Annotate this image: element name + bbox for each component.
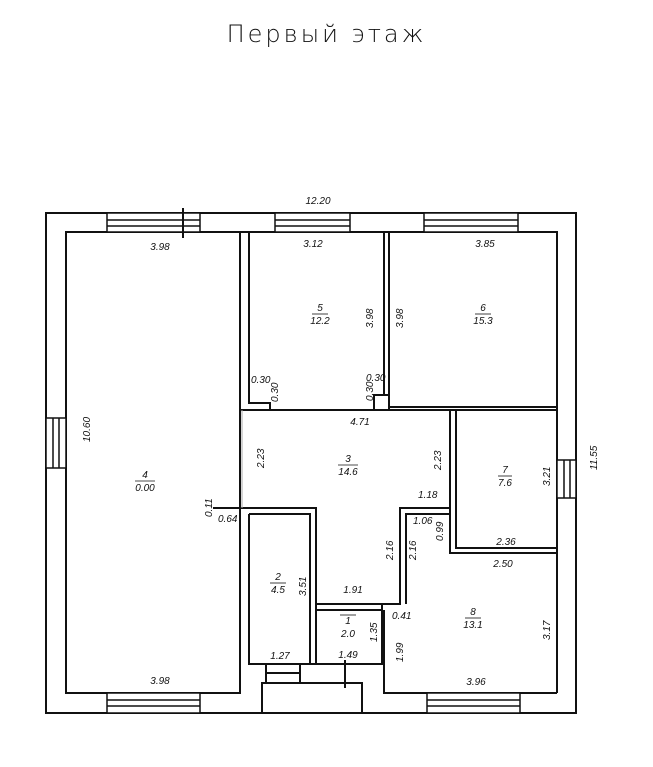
- page-title: Первый этаж: [226, 20, 427, 48]
- windows: [45, 208, 577, 714]
- room-3-area: 14.6: [338, 467, 358, 478]
- dimension-label-d216a: 2.16: [385, 540, 396, 561]
- room-6-number: 6: [480, 303, 486, 314]
- dimension-label-col-a-w: 0.30: [251, 375, 271, 386]
- dimension-label-r1-top: 1.91: [343, 585, 362, 596]
- room-2-number: 2: [274, 572, 281, 583]
- room-3-number: 3: [345, 454, 351, 465]
- dimension-label-corr-len: 4.71: [350, 417, 369, 428]
- dimension-label-d041: 0.41: [392, 611, 411, 622]
- dimension-label-col-b-w: 0.30: [366, 373, 386, 384]
- dimension-label-d099: 0.99: [435, 521, 446, 541]
- dimension-label-depth: 11.55: [589, 445, 600, 470]
- dimension-label-width: 12.20: [305, 196, 330, 207]
- dimension-label-r8-top: 2.50: [492, 559, 513, 570]
- dimension-label-r5-side: 3.98: [365, 308, 376, 328]
- dimension-label-d216b: 2.16: [408, 540, 419, 561]
- dimension-label-r2-bottom: 1.27: [270, 651, 290, 662]
- dimension-label-r7-bottom: 2.36: [495, 537, 516, 548]
- dimension-label-r1-side: 1.35: [369, 622, 380, 642]
- room-8-area: 13.1: [463, 620, 482, 631]
- dimension-label-r4-top: 3.98: [150, 242, 170, 253]
- dimension-label-d199: 1.99: [395, 642, 406, 662]
- dimension-label-r4-side: 10.60: [82, 417, 93, 442]
- room-5-area: 12.2: [310, 316, 330, 327]
- dimension-label-wall-011: 0.11: [204, 498, 215, 517]
- dimension-label-r3-left: 2.23: [256, 448, 267, 469]
- dimension-label-r8-bottom: 3.96: [466, 677, 486, 688]
- room-2-area: 4.5: [271, 585, 285, 596]
- dimension-label-r4-bottom: 3.98: [150, 676, 170, 687]
- walls: [45, 212, 577, 714]
- dimension-label-r3-right: 2.23: [433, 450, 444, 471]
- dimension-label-d106: 1.06: [413, 516, 433, 527]
- room-1-number: 1: [345, 616, 351, 627]
- dimension-label-r6-top: 3.85: [475, 239, 495, 250]
- room-1-area: 2.0: [340, 629, 355, 640]
- dimension-label-r2-side: 3.51: [298, 577, 309, 596]
- room-labels: 1 2.0 2 4.5 3 14.6 4 0.00 5 12.2 6 15.3 …: [135, 303, 512, 640]
- room-7-area: 7.6: [498, 478, 512, 489]
- room-8-number: 8: [470, 607, 476, 618]
- room-4-area: 0.00: [135, 483, 155, 494]
- dimension-label-col-a-h: 0.30: [270, 382, 281, 402]
- dimension-label-d118: 1.18: [418, 490, 438, 501]
- room-5-number: 5: [317, 303, 323, 314]
- room-7-number: 7: [502, 465, 508, 476]
- room-4-number: 4: [142, 470, 148, 481]
- dimension-label-col-b-h: 0.30: [365, 381, 376, 401]
- dimensions: 12.20 11.55 3.98 3.98 10.60 3.12 3.98 3.…: [82, 196, 600, 688]
- dimension-label-r1-bottom: 1.49: [338, 650, 358, 661]
- dimension-label-r5-top: 3.12: [303, 239, 323, 250]
- room-6-area: 15.3: [473, 316, 493, 327]
- dimension-label-r7-side: 3.21: [542, 467, 553, 486]
- dimension-label-r8-side: 3.17: [542, 620, 553, 640]
- dimension-label-r6-side: 3.98: [395, 308, 406, 328]
- dimension-label-wall-064: 0.64: [218, 514, 238, 525]
